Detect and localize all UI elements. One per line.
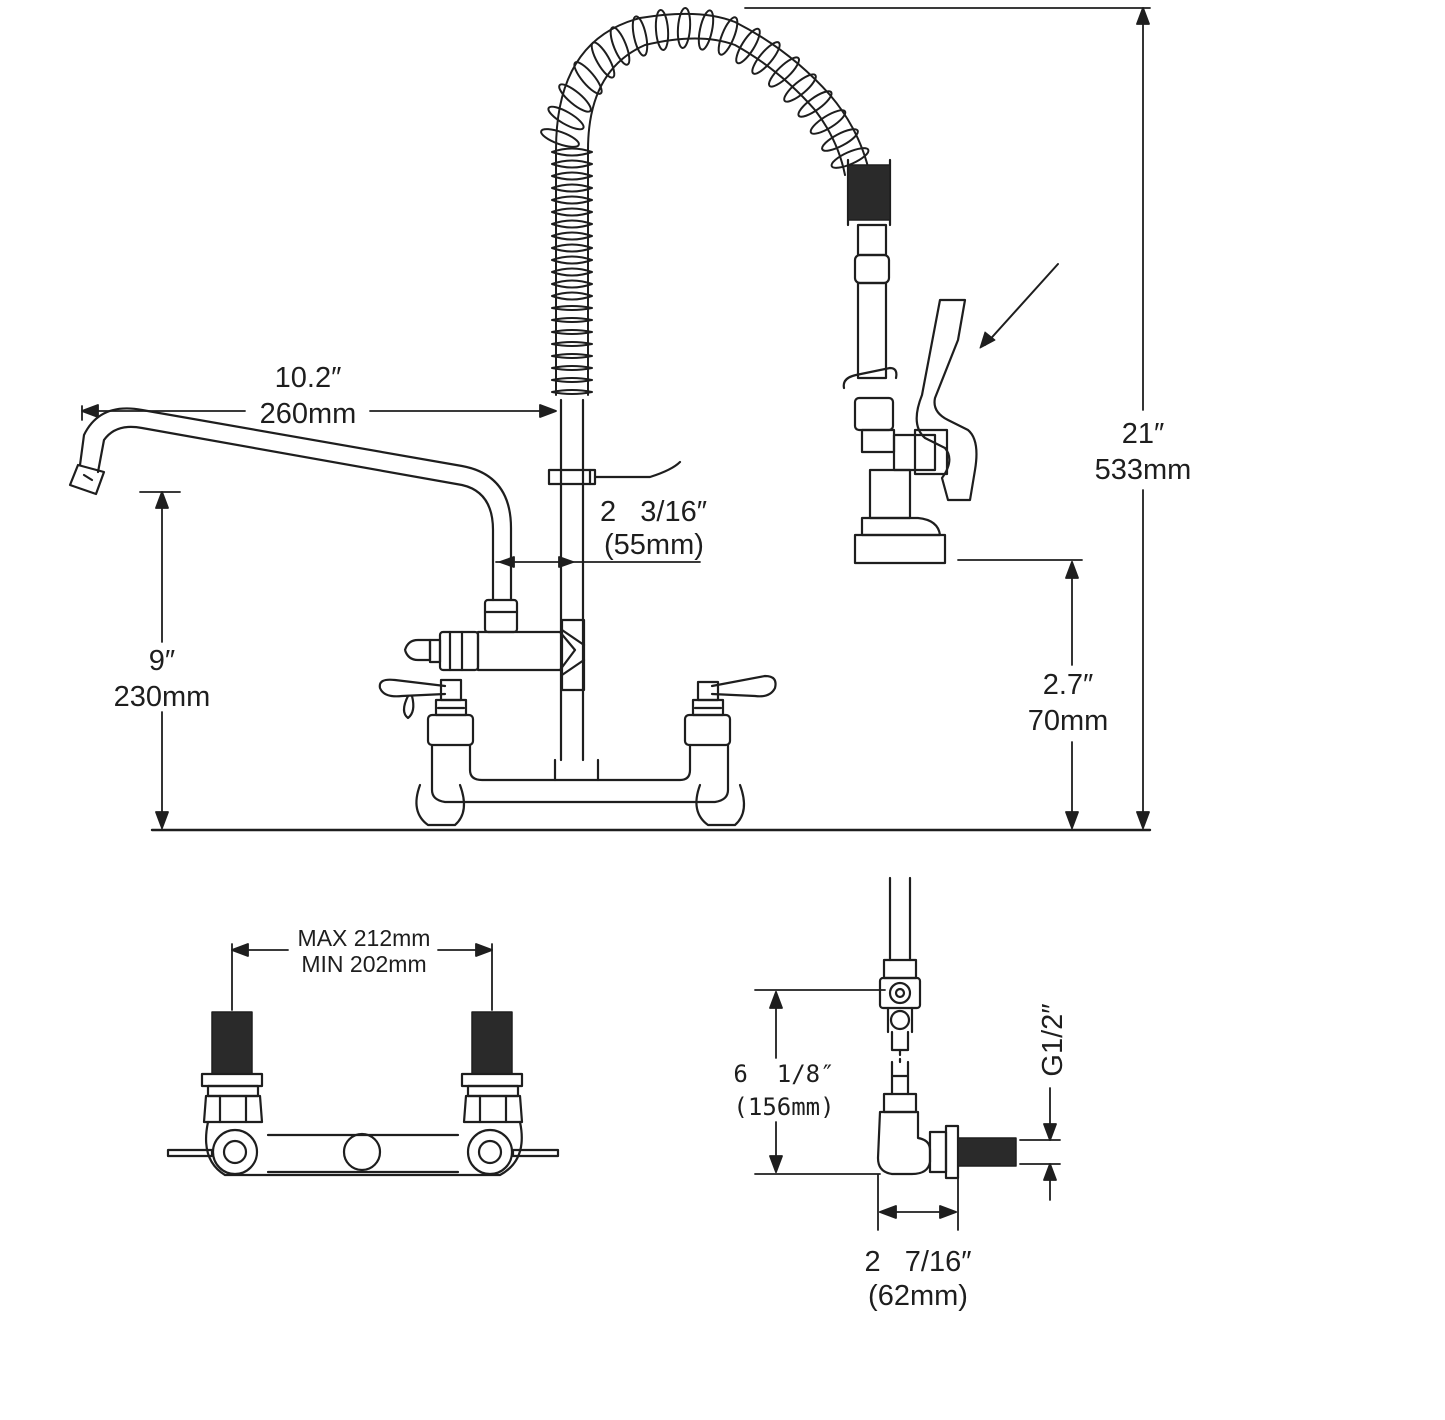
spout-height-inch: 9″: [149, 645, 175, 677]
total-height-mm: 533mm: [1095, 454, 1192, 486]
coil-loop: [830, 147, 870, 169]
coil-loop: [551, 317, 593, 323]
dim-spout-offset: [495, 556, 701, 568]
spout-height-mm: 230mm: [114, 681, 211, 713]
coil-loop: [551, 341, 593, 347]
coil-loop: [768, 56, 800, 88]
spout-reach-mm: 260mm: [260, 398, 357, 430]
coil-loop: [551, 195, 593, 205]
coil-loop: [654, 9, 670, 51]
coil-loop: [551, 305, 593, 311]
spout-offset-inch: 2 3/16″: [600, 496, 707, 528]
coil-loop: [551, 267, 593, 277]
side-depth-mm: (62mm): [868, 1280, 968, 1312]
spout-offset-mm: (55mm): [604, 529, 704, 561]
coil-loop: [735, 27, 761, 65]
thread-size: G1/2″: [1037, 1003, 1069, 1076]
coil-loop: [551, 365, 593, 371]
coil-loop: [797, 90, 833, 118]
coil-loop: [551, 291, 593, 301]
coil-loop: [809, 109, 847, 135]
coil-loop: [676, 7, 692, 49]
coil-loop: [540, 128, 580, 148]
side-height-inch: 6 1/8″: [733, 1060, 834, 1088]
coil-loop: [590, 41, 616, 79]
spout-reach-inch: 10.2″: [275, 362, 342, 394]
coil-loop: [551, 377, 593, 383]
coil-loop: [821, 128, 859, 152]
coil-loop: [551, 353, 593, 359]
dim-spout-height: [139, 491, 181, 829]
coil-loop: [551, 147, 593, 157]
dim-sprayer-clearance: [957, 559, 1083, 829]
sprayer-clearance-mm: 70mm: [1028, 705, 1109, 737]
dim-spout-reach: [81, 404, 557, 421]
coil-loop: [783, 73, 817, 103]
inlet-spacing-max: MAX 212mm: [298, 925, 431, 951]
front-view-faucet: [68, 7, 1152, 832]
coil-loop: [551, 183, 593, 193]
sprayer-clearance-inch: 2.7″: [1043, 669, 1094, 701]
coil-loop: [573, 61, 603, 95]
hose-braid: [847, 164, 891, 221]
side-depth-inch: 2 7/16″: [864, 1246, 971, 1278]
coil-loop: [551, 279, 593, 289]
top-view-inlets: [166, 943, 560, 1177]
dim-total-height: [744, 7, 1151, 829]
coil-loop: [551, 159, 593, 169]
coil-loop: [631, 15, 649, 57]
spring-coil-loops: [540, 7, 870, 395]
coil-loop: [551, 219, 593, 229]
coil-loop: [558, 83, 592, 113]
coil-loop: [551, 255, 593, 265]
coil-loop: [551, 231, 593, 241]
coil-loop: [547, 105, 585, 131]
coil-loop: [609, 26, 631, 66]
total-height-inch: 21″: [1122, 418, 1165, 450]
coil-loop: [551, 329, 593, 335]
coil-loop: [751, 41, 781, 75]
coil-loop: [551, 171, 593, 181]
inlet-spacing-min: MIN 202mm: [301, 951, 426, 977]
coil-loop: [551, 207, 593, 217]
side-view-inlet: [754, 876, 1061, 1231]
coil-loop: [551, 243, 593, 253]
coil-loop: [717, 16, 739, 56]
coil-loop: [697, 9, 715, 51]
coil-loop: [551, 389, 593, 395]
side-height-mm: (156mm): [733, 1093, 834, 1121]
